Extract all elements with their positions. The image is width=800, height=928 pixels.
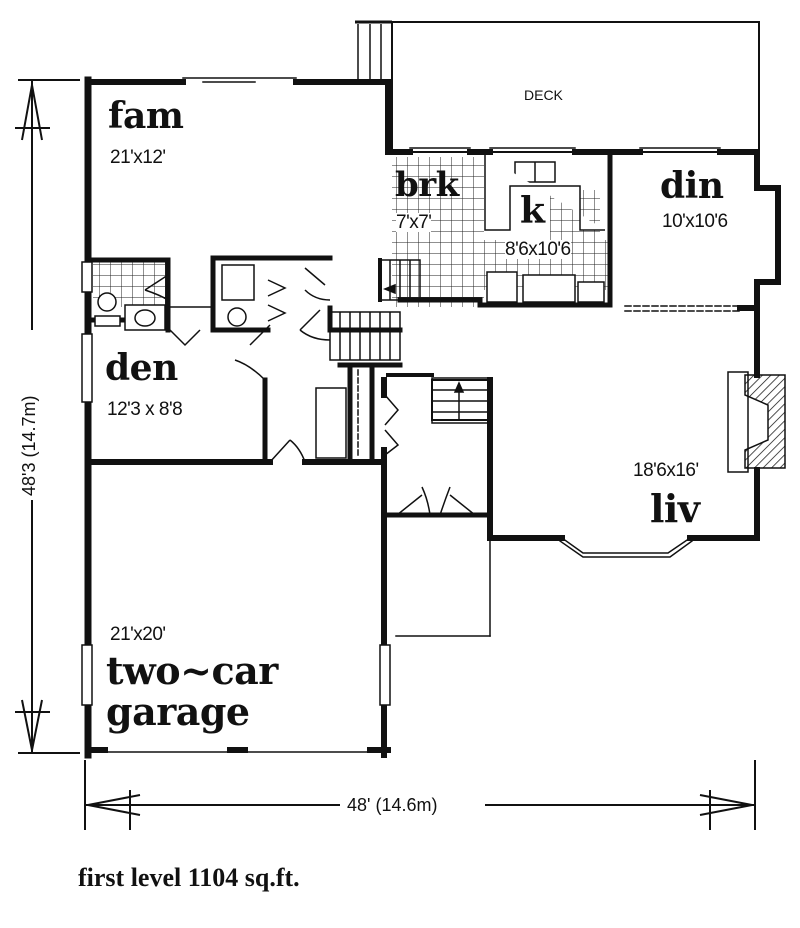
fixtures [94, 155, 605, 459]
din-dims: 10'x10'6 [662, 211, 728, 232]
garage-dims: 21'x20' [110, 624, 166, 645]
garage-label-line2: garage [106, 689, 250, 734]
doors [144, 267, 476, 516]
liv-label: liv [650, 486, 700, 531]
k-label: k [520, 190, 545, 232]
plan-caption: first level 1104 sq.ft. [78, 863, 300, 892]
stairs [329, 259, 489, 424]
deck-label: DECK [524, 87, 563, 103]
k-dims: 8'6x10'6 [505, 239, 571, 260]
fam-label: fam [108, 95, 184, 137]
dimension-lines [15, 79, 756, 830]
brk-dims: 7'x7' [396, 212, 432, 233]
walls [84, 76, 781, 759]
fireplace [727, 371, 786, 473]
garage-label-line1: two~car [106, 648, 278, 693]
den-label: den [105, 347, 178, 389]
brk-label: brk [395, 165, 459, 205]
fam-dims: 21'x12' [110, 147, 166, 168]
overall-depth-dimension: 48'3 (14.7m) [19, 391, 39, 500]
den-dims: 12'3 x 8'8 [107, 399, 183, 420]
windows [81, 261, 391, 706]
liv-dims: 18'6x16' [633, 460, 699, 481]
din-label: din [660, 165, 724, 207]
overall-width-dimension: 48' (14.6m) [343, 796, 442, 814]
